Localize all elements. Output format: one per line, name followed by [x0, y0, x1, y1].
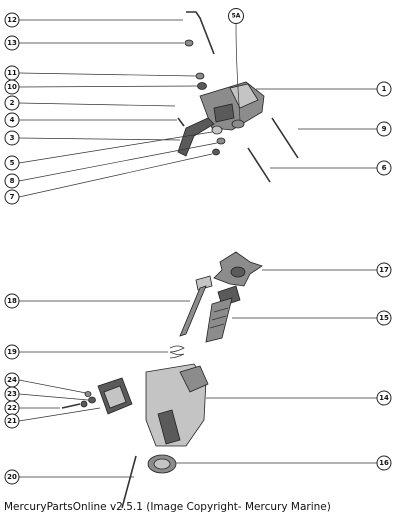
- callout-22: 22: [4, 400, 20, 416]
- callout-19: 19: [4, 344, 20, 360]
- callout-5: 5: [4, 155, 20, 171]
- svg-text:8: 8: [10, 177, 15, 185]
- callout-16: 16: [376, 455, 392, 471]
- part-5a-cable: [231, 23, 245, 129]
- svg-text:10: 10: [7, 83, 17, 91]
- callout-14: 14: [376, 390, 392, 406]
- part-12-hex-key: [186, 11, 215, 55]
- svg-text:16: 16: [379, 459, 389, 467]
- callout-11: 11: [4, 65, 20, 81]
- callout-24: 24: [4, 372, 20, 388]
- part-3-lever: [177, 117, 215, 157]
- part-17-knob: [213, 251, 263, 287]
- callout-23: 23: [4, 386, 20, 402]
- svg-text:5: 5: [10, 159, 15, 167]
- svg-text:14: 14: [379, 394, 389, 402]
- svg-text:24: 24: [7, 376, 17, 384]
- part-14-housing: [145, 363, 209, 447]
- callout-20: 20: [4, 469, 20, 485]
- svg-text:3: 3: [10, 134, 15, 142]
- part-13-screw: [184, 39, 194, 47]
- part-24-washer: [84, 391, 92, 397]
- svg-text:19: 19: [7, 348, 17, 356]
- svg-text:13: 13: [7, 39, 17, 47]
- leader-lines: [18, 19, 377, 478]
- svg-text:4: 4: [10, 116, 15, 124]
- callout-7: 7: [4, 189, 20, 205]
- part-6-rod: [247, 147, 271, 183]
- part-22-screw: [61, 400, 88, 409]
- callout-15: 15: [376, 310, 392, 326]
- svg-text:5A: 5A: [232, 13, 241, 20]
- part-10-washer: [197, 82, 207, 90]
- part-5-nut: [211, 125, 223, 135]
- part-21-block: [97, 377, 133, 415]
- part-23-nut: [88, 396, 96, 404]
- callout-13: 13: [4, 35, 20, 51]
- callout-21: 21: [4, 413, 20, 429]
- part-18-bolt: [179, 275, 213, 337]
- callout-17: 17: [376, 262, 392, 278]
- part-11-washer: [195, 72, 205, 80]
- svg-text:1: 1: [382, 85, 387, 93]
- callout-1: 1: [376, 81, 392, 97]
- part-20-rod: [121, 455, 137, 509]
- part-9-rod: [271, 117, 299, 159]
- svg-text:21: 21: [7, 417, 17, 425]
- callout-9: 9: [376, 121, 392, 137]
- svg-text:6: 6: [382, 164, 387, 172]
- copyright-footer: MercuryPartsOnline v2.5.1 (Image Copyrig…: [4, 501, 331, 513]
- callout-4: 4: [4, 112, 20, 128]
- part-15-threaded-shaft: [205, 285, 241, 343]
- svg-text:9: 9: [382, 125, 387, 133]
- svg-text:17: 17: [379, 266, 389, 274]
- callout-5a: 5A: [228, 8, 244, 24]
- callout-2: 2: [4, 95, 20, 111]
- svg-text:12: 12: [7, 16, 17, 24]
- callout-8: 8: [4, 173, 20, 189]
- part-8-washer: [216, 137, 226, 145]
- callout-10: 10: [4, 79, 20, 95]
- svg-text:20: 20: [7, 473, 17, 481]
- svg-text:23: 23: [7, 390, 17, 398]
- svg-text:22: 22: [7, 404, 17, 412]
- part-1-bracket: [199, 81, 265, 131]
- svg-text:2: 2: [10, 99, 15, 107]
- svg-text:7: 7: [10, 193, 15, 201]
- callout-3: 3: [4, 130, 20, 146]
- part-16-collar: [147, 454, 177, 474]
- svg-text:18: 18: [7, 297, 17, 305]
- callout-18: 18: [4, 293, 20, 309]
- part-4-pin: [177, 117, 185, 127]
- callout-6: 6: [376, 160, 392, 176]
- part-19-spring: [169, 345, 185, 359]
- callout-12: 12: [4, 12, 20, 28]
- part-7-screw: [212, 148, 220, 156]
- svg-text:15: 15: [379, 314, 389, 322]
- svg-text:11: 11: [7, 69, 17, 77]
